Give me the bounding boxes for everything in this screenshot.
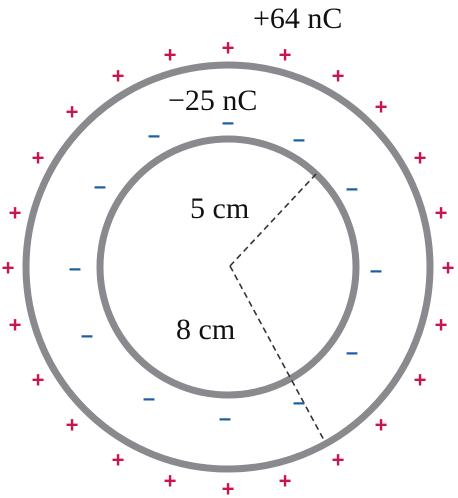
plus-charge: +	[112, 448, 125, 473]
plus-charge: +	[32, 146, 45, 171]
inner-charge-label: −25 nC	[168, 84, 257, 117]
minus-charge: –	[346, 340, 358, 365]
minus-charge: –	[143, 386, 155, 411]
minus-charge: –	[219, 406, 231, 431]
plus-charge: +	[222, 36, 235, 61]
minus-charge: –	[148, 123, 160, 148]
plus-charge: +	[9, 313, 22, 338]
plus-charge: +	[222, 477, 235, 498]
plus-charge: +	[414, 146, 427, 171]
plus-charge: +	[332, 64, 345, 89]
plus-charge: +	[9, 201, 22, 226]
plus-charge: +	[2, 256, 15, 281]
plus-charge: +	[442, 256, 455, 281]
plus-charge: +	[414, 368, 427, 393]
plus-charge: +	[375, 95, 388, 120]
negative-charges: – – – – – – – – – – – –	[69, 110, 382, 431]
plus-charge: +	[66, 100, 79, 125]
outer-shell	[22, 61, 434, 473]
positive-charges: + + + + + + + + + + + + + + + + + + + + + + + +	[2, 36, 455, 498]
plus-charge: +	[375, 413, 388, 438]
plus-charge: +	[435, 313, 448, 338]
plus-charge: +	[66, 413, 79, 438]
plus-charge: +	[332, 448, 345, 473]
outer-charge-label: +64 nC	[253, 2, 342, 35]
minus-charge: –	[370, 258, 382, 283]
minus-charge: –	[293, 390, 305, 415]
minus-charge: –	[94, 174, 106, 199]
minus-charge: –	[346, 176, 358, 201]
inner-shell	[96, 135, 360, 399]
plus-charge: +	[279, 43, 292, 68]
minus-charge: –	[222, 110, 234, 135]
outer-radius-label: 8 cm	[176, 313, 235, 346]
minus-charge: –	[293, 127, 305, 152]
radius-line-inner	[229, 172, 318, 267]
plus-charge: +	[112, 64, 125, 89]
minus-charge: –	[69, 256, 81, 281]
plus-charge: +	[32, 368, 45, 393]
plus-charge: +	[164, 43, 177, 68]
plus-charge: +	[279, 469, 292, 494]
inner-radius-label: 5 cm	[190, 192, 249, 225]
radius-line-outer	[229, 265, 326, 443]
minus-charge: –	[81, 323, 93, 348]
plus-charge: +	[164, 469, 177, 494]
plus-charge: +	[435, 201, 448, 226]
